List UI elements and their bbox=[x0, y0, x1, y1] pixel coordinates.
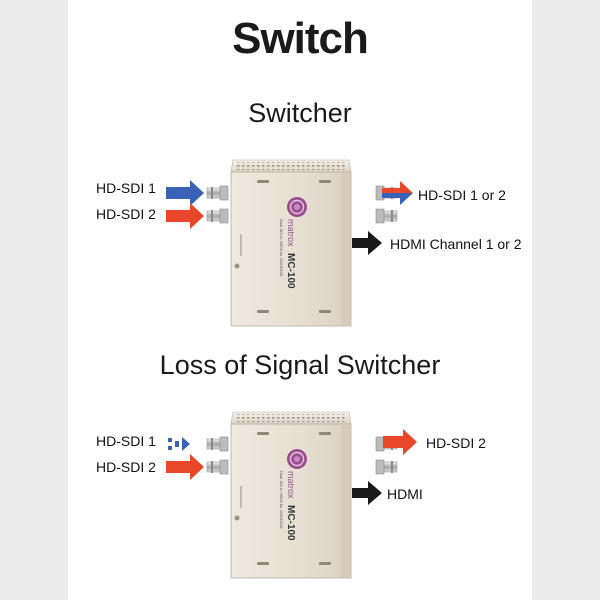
blue-arrow-icon bbox=[166, 180, 204, 206]
loss-of-signal-heading: Loss of Signal Switcher bbox=[159, 350, 441, 380]
device-tagline: Dual SDI to HDMI for 3G/HD/SD bbox=[279, 471, 284, 529]
black-arrow-icon bbox=[352, 481, 382, 505]
los-input-1-label: HD-SDI 1 bbox=[96, 433, 156, 449]
los-output-sdi-label: HD-SDI 2 bbox=[426, 435, 486, 451]
device-model: MC-100 bbox=[285, 253, 296, 289]
bnc-connector bbox=[375, 208, 398, 224]
bnc-connector bbox=[375, 459, 398, 475]
black-arrow-icon bbox=[352, 231, 382, 255]
bnc-connector bbox=[206, 436, 229, 452]
bnc-connector bbox=[206, 185, 229, 201]
los-device-text: matrox MC-100 Dual SDI to HDMI for 3G/HD… bbox=[279, 471, 296, 541]
los-input-2-label: HD-SDI 2 bbox=[96, 459, 156, 475]
page-title: Switch bbox=[232, 14, 369, 63]
los-output-hdmi-label: HDMI bbox=[387, 486, 423, 502]
switcher-input-2-label: HD-SDI 2 bbox=[96, 206, 156, 222]
red-arrow-icon bbox=[383, 429, 417, 455]
device-tagline: Dual SDI to HDMI for 3G/HD/SD bbox=[279, 219, 284, 277]
bnc-connector bbox=[206, 208, 229, 224]
device-model: MC-100 bbox=[285, 505, 296, 541]
bnc-connector bbox=[206, 459, 229, 475]
switcher-input-1-label: HD-SDI 1 bbox=[96, 180, 156, 196]
red-blue-arrow-icon bbox=[382, 181, 413, 205]
dashed-blue-arrow-icon bbox=[168, 437, 190, 451]
red-arrow-icon bbox=[166, 203, 204, 229]
switcher-output-sdi-label: HD-SDI 1 or 2 bbox=[418, 187, 506, 203]
switcher-heading: Switcher bbox=[248, 98, 352, 128]
switcher-device-text: matrox MC-100 Dual SDI to HDMI for 3G/HD… bbox=[279, 219, 296, 289]
red-arrow-icon bbox=[166, 454, 204, 480]
device-brand: matrox bbox=[286, 219, 296, 247]
device-brand: matrox bbox=[286, 471, 296, 499]
switcher-output-hdmi-label: HDMI Channel 1 or 2 bbox=[390, 236, 522, 252]
